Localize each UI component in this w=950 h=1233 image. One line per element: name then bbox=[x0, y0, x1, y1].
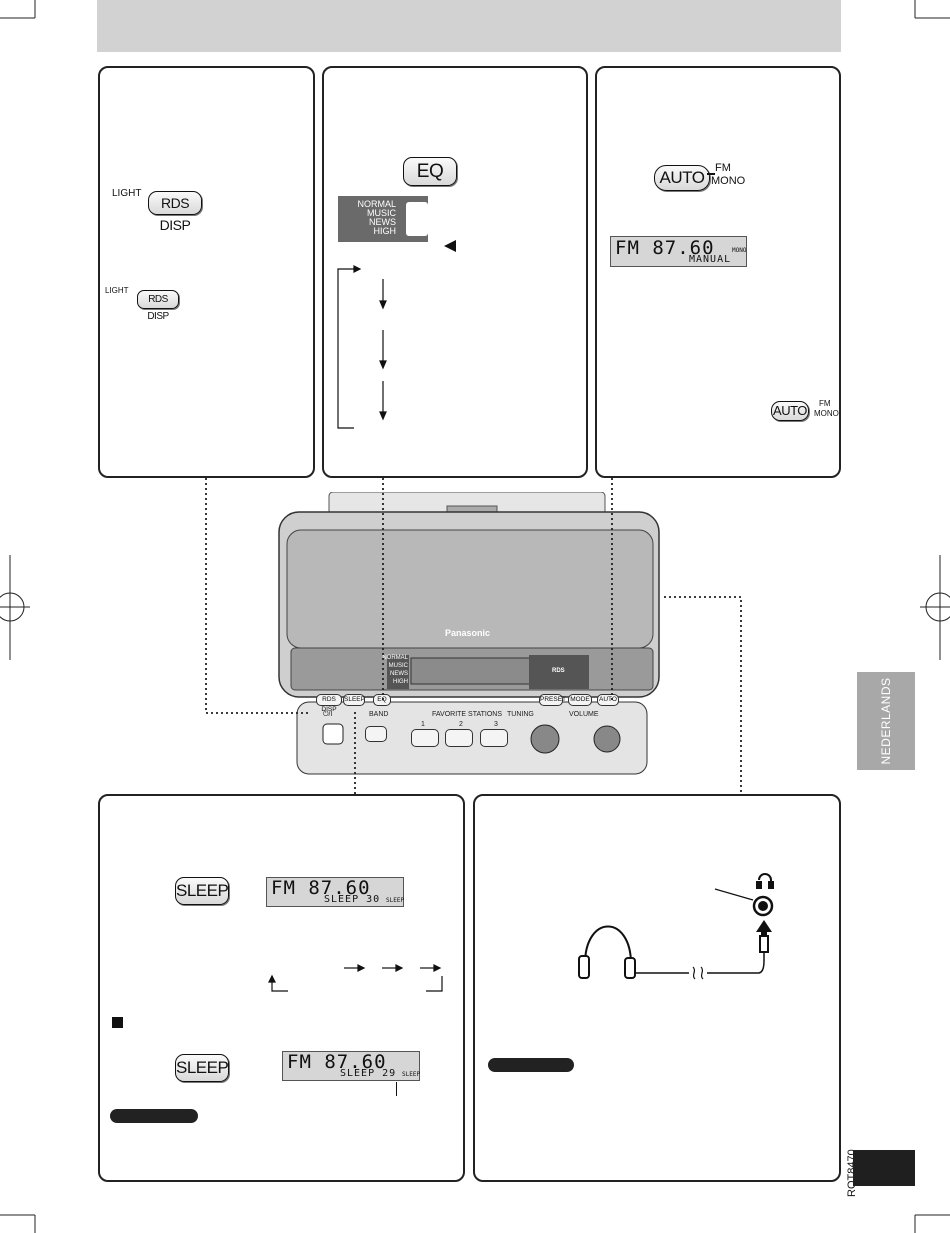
rds-logo: RDS bbox=[552, 668, 565, 674]
lcd-manual: MANUAL bbox=[689, 254, 732, 265]
lcd-sleep-30: SLEEP 30 bbox=[324, 894, 381, 905]
device-eq-button[interactable]: EQ bbox=[373, 694, 391, 706]
eq-mode-display: NORMAL MUSIC NEWS HIGH bbox=[338, 196, 428, 242]
mono-label-small: MONO bbox=[814, 409, 839, 418]
light-label: LIGHT bbox=[112, 188, 142, 199]
section-bullet-icon bbox=[112, 1017, 123, 1028]
mono-label: MONO bbox=[711, 175, 746, 187]
headphones-panel bbox=[473, 794, 841, 1182]
fm-panel: AUTO FM MONO FM 87.60 MANUAL MONO AUTO F… bbox=[595, 66, 841, 478]
lcd-frequency: FM 87.60 bbox=[615, 237, 715, 259]
lcd-sleep-indicator: SLEEP bbox=[386, 897, 405, 904]
device-fav2-label: 2 bbox=[459, 721, 463, 728]
fm-label: FM bbox=[715, 162, 731, 174]
brand-logo: Panasonic bbox=[445, 628, 491, 638]
device-band-button[interactable] bbox=[365, 726, 387, 742]
headphone-jack-icon bbox=[752, 895, 774, 917]
device-preset-button[interactable]: PRESET bbox=[539, 694, 566, 706]
device-rds-disp-button[interactable]: RDS DISP bbox=[316, 694, 342, 713]
lcd-mono-indicator: MONO bbox=[732, 247, 747, 254]
eq-button[interactable]: EQ bbox=[403, 157, 457, 186]
sleep-lcd-29: FM 87.60 SLEEP 29 SLEEP bbox=[282, 1051, 420, 1081]
leader-line bbox=[396, 1082, 398, 1096]
device-tuning-label: TUNING bbox=[507, 711, 534, 718]
lcd-frequency: FM 87.60 bbox=[271, 877, 371, 899]
device-fav3-label: 3 bbox=[494, 721, 498, 728]
device-body bbox=[278, 492, 660, 775]
lcd-sleep-indicator: SLEEP bbox=[402, 1071, 421, 1078]
eq-mode-music: MUSIC bbox=[367, 208, 396, 218]
headphone-symbol-icon bbox=[758, 873, 772, 886]
fm-lcd: FM 87.60 MANUAL MONO bbox=[610, 236, 747, 267]
device-eq-music: MUSIC bbox=[388, 663, 408, 669]
eq-panel: EQ NORMAL MUSIC NEWS HIGH bbox=[322, 66, 588, 478]
sleep-button[interactable]: SLEEP bbox=[175, 877, 229, 905]
note-badge bbox=[110, 1109, 198, 1123]
fm-label-small: FM bbox=[819, 399, 831, 408]
insert-arrow-icon bbox=[756, 920, 772, 932]
eq-mode-normal: NORMAL bbox=[357, 199, 396, 209]
headphones-icon bbox=[584, 925, 632, 965]
device-eq-news: NEWS bbox=[390, 671, 408, 677]
device-band-label: BAND bbox=[369, 711, 389, 718]
device-mode-button[interactable]: MODE bbox=[568, 694, 592, 706]
device-eq-normal: NORMAL bbox=[382, 655, 408, 661]
rds-panel: LIGHT RDS DISP LIGHT RDS DISP bbox=[98, 66, 315, 478]
rds-disp-button[interactable]: RDS DISP bbox=[148, 191, 202, 233]
sleep-lcd-30: FM 87.60 SLEEP 30 SLEEP bbox=[266, 877, 404, 907]
device-auto-button[interactable]: AUTO bbox=[597, 694, 619, 706]
eq-mode-high: HIGH bbox=[373, 226, 397, 236]
lcd-sleep-29: SLEEP 29 bbox=[340, 1068, 397, 1079]
headphones-diagram bbox=[578, 873, 774, 980]
page-number-box bbox=[853, 1150, 915, 1186]
lcd-frequency: FM 87.60 bbox=[287, 1051, 387, 1073]
rds-disp-button-small[interactable]: RDS DISP bbox=[137, 290, 179, 322]
sleep-panel: SLEEP FM 87.60 SLEEP 30 SLEEP SLEEP FM 8… bbox=[98, 794, 465, 1182]
eq-cycle-diagram bbox=[337, 240, 456, 429]
auto-button-small[interactable]: AUTO bbox=[771, 401, 809, 421]
device-volume-label: VOLUME bbox=[569, 711, 599, 718]
device-fav1-label: 1 bbox=[421, 721, 425, 728]
eq-mode-news: NEWS bbox=[369, 217, 396, 227]
auto-button[interactable]: AUTO bbox=[654, 165, 710, 191]
language-tab: NEDERLANDS bbox=[857, 672, 915, 770]
language-tab-label: NEDERLANDS bbox=[879, 677, 893, 765]
note-badge bbox=[488, 1058, 574, 1072]
pointer-triangle-icon bbox=[444, 240, 456, 252]
device-power-label: ⏻/I bbox=[323, 711, 333, 718]
sleep-cycle-diagram bbox=[112, 964, 443, 1028]
eq-window bbox=[406, 202, 428, 236]
device-fav3-button[interactable] bbox=[480, 729, 508, 747]
device-fav1-button[interactable] bbox=[411, 729, 439, 747]
device-eq-high: HIGH bbox=[393, 679, 408, 685]
radio-device: Panasonic RDS NORMAL MUSIC NEWS HIGH RDS… bbox=[277, 492, 662, 777]
device-sleep-button[interactable]: SLEEP bbox=[343, 694, 365, 706]
sleep-button-2[interactable]: SLEEP bbox=[175, 1054, 229, 1082]
device-favorite-label: FAVORITE STATIONS bbox=[432, 711, 503, 718]
header-banner bbox=[97, 0, 841, 52]
dash bbox=[707, 173, 715, 175]
device-fav2-button[interactable] bbox=[445, 729, 473, 747]
light-label-small: LIGHT bbox=[105, 286, 129, 295]
